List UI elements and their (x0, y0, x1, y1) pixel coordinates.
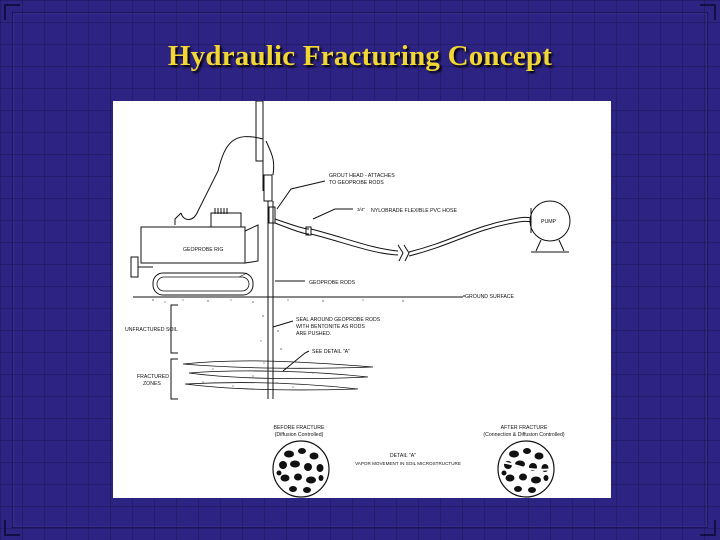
hose-coupling (305, 226, 312, 236)
label-detail-subtitle: VAPOR MOVEMENT IN SOIL MICROSTRUCTURE (355, 461, 461, 466)
label-detail-title: DETAIL "A" (390, 453, 416, 459)
pump-stand (531, 239, 569, 253)
detail-circle-before (272, 440, 330, 498)
label-ground-surface: GROUND SURFACE (465, 294, 515, 300)
label-rig: GEOPROBE RIG (183, 247, 223, 253)
label-rods: GEOPROBE RODS (309, 280, 356, 286)
leader-seal (272, 320, 294, 328)
rig-body (140, 226, 246, 264)
fracture-lens-2 (188, 370, 369, 380)
detail-after-grains (501, 448, 549, 493)
label-before-fracture: BEFORE FRACTURE (273, 425, 325, 431)
leader-grout-head (276, 180, 326, 210)
hose-break-mark (397, 244, 404, 262)
rig-levers (214, 208, 228, 214)
corner-mark-top-left (4, 4, 20, 20)
corner-mark-bottom-right (700, 520, 716, 536)
label-fractured-2: ZONES (143, 381, 161, 387)
label-pump: PUMP (541, 219, 557, 225)
fracturing-diagram: GROUT HEAD - ATTACHES TO GEOPROBE RODS 3… (125, 101, 571, 498)
fracture-lens-1 (182, 360, 374, 369)
detail-before-grains (276, 448, 324, 493)
leader-hose (312, 208, 353, 220)
hose-segment-2 (310, 228, 399, 252)
detail-circle-after (497, 440, 555, 498)
label-before-note: (Diffusion Controlled) (275, 432, 324, 438)
corner-mark-top-right (700, 4, 716, 20)
rig-mast (255, 101, 264, 162)
label-seal-2: WITH BENTONITE AS RODS (296, 324, 365, 330)
hose-segment-1 (274, 218, 310, 230)
fractured-bracket (170, 358, 178, 400)
diagram-panel: GROUT HEAD - ATTACHES TO GEOPROBE RODS 3… (113, 101, 611, 498)
label-see-detail: SEE DETAIL "A" (312, 349, 350, 355)
label-grout-head-1: GROUT HEAD - ATTACHES (329, 173, 395, 179)
label-seal-1: SEAL AROUND GEOPROBE RODS (296, 317, 381, 323)
label-after-fracture: AFTER FRACTURE (501, 425, 548, 431)
detail-after-fracture-path (499, 461, 554, 471)
grout-head-fitting (268, 206, 276, 224)
unfractured-bracket (170, 304, 178, 354)
fracture-lens-3 (184, 382, 359, 391)
label-hose: NYLOBRADE FLEXIBLE PVC HOSE (371, 208, 457, 214)
label-seal-3: ARE PUSHED. (296, 331, 331, 337)
pump-tank (529, 200, 571, 242)
label-fractured-1: FRACTURED (137, 374, 169, 380)
label-unfractured-soil: UNFRACTURED SOIL (125, 327, 178, 333)
rig-head (263, 174, 273, 202)
corner-mark-bottom-left (4, 520, 20, 536)
rig-stabilizer (130, 256, 139, 278)
hose-segment-3 (408, 216, 532, 253)
soil-speckle (152, 299, 404, 388)
leader-detail (282, 350, 310, 372)
rig-hydraulic-line (180, 136, 264, 220)
rig-track (152, 272, 254, 296)
rig-control-box (210, 212, 242, 228)
slide-title: Hydraulic Fracturing Concept (167, 40, 553, 72)
label-grout-head-2: TO GEOPROBE RODS (329, 180, 384, 186)
slide-frame (12, 12, 708, 528)
label-hose-size: 3/4" (357, 207, 365, 212)
label-after-note: (Connection & Diffusion Controlled) (483, 432, 564, 438)
